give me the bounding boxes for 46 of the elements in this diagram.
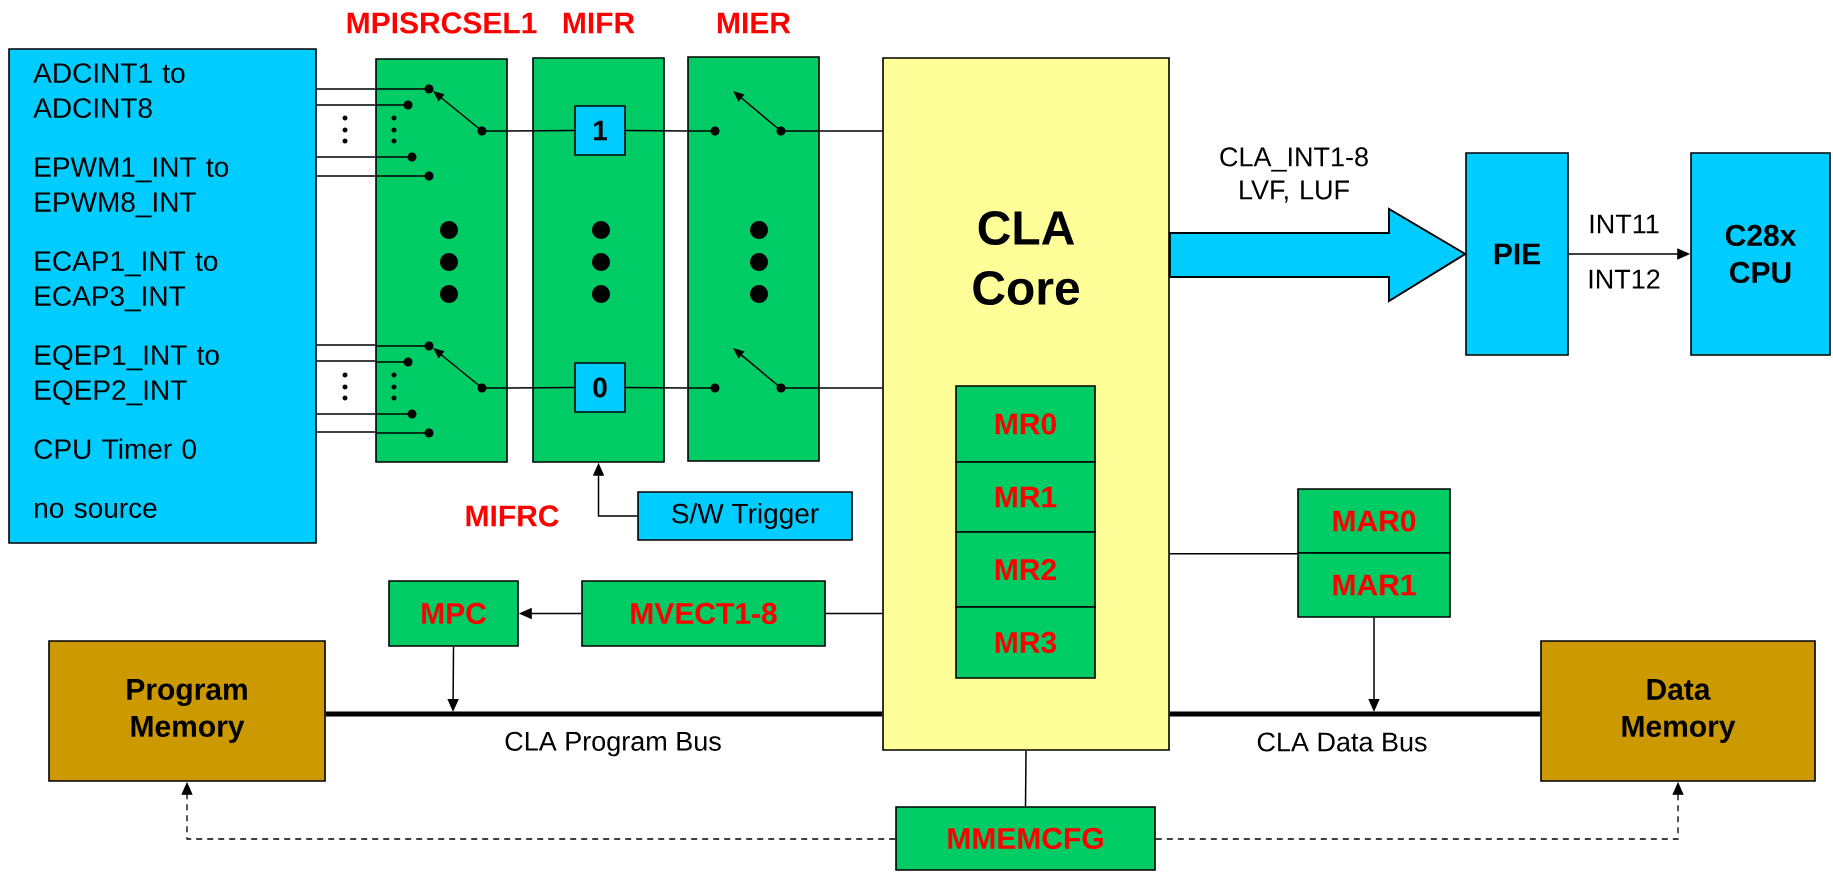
connector-line [625, 129, 688, 132]
edge-label: CLA Data Bus [1255, 731, 1429, 753]
cpu-box: C28x CPU [1690, 152, 1831, 356]
memory-box: Program Memory [48, 640, 326, 782]
bus-line [1169, 711, 1541, 717]
connector-line [316, 360, 376, 362]
register-box: MAR0 [1297, 488, 1451, 554]
connector-line [316, 344, 376, 346]
flag-box: 0 [574, 362, 626, 413]
register-box: MR2 [955, 531, 1096, 608]
register-box: MAR1 [1297, 552, 1451, 618]
register-box: MPC [388, 580, 519, 647]
connector-line [316, 104, 376, 106]
memory-box: Data Memory [1540, 640, 1816, 782]
connector-line [316, 175, 376, 177]
connector-line [316, 88, 376, 90]
connector-line [1024, 750, 1027, 807]
register-heading: MIER [718, 12, 791, 34]
connector-line [819, 387, 883, 389]
bus-line [325, 711, 883, 717]
signal-label: INT12 [1589, 269, 1660, 289]
register-heading: MIFR [563, 12, 635, 34]
connector-line [316, 431, 376, 433]
connector-line [819, 130, 883, 132]
register-box: MVECT1-8 [581, 580, 826, 647]
source-box: ADCINT1 to ADCINT8 EPWM1_INT to EPWM8_INT ECAP1_INT to ECAP3_INT EQEP1_INT to EQEP2_INT CPU Timer 0 no source [8, 48, 317, 544]
trigger-box: S/W Trigger [637, 491, 853, 541]
connector-line [825, 612, 883, 615]
register-box: MR1 [955, 461, 1096, 533]
edge-label: CLA Program Bus [503, 730, 723, 758]
register-box: MMEMCFG [895, 806, 1156, 871]
connector-line [507, 129, 575, 132]
connector-line [507, 386, 575, 389]
block-arrow [1168, 207, 1468, 303]
register-box: MR3 [955, 606, 1096, 679]
edge-label: CLA_INT1-8 LVF, LUF [1208, 146, 1380, 204]
connector-line [1169, 553, 1298, 555]
register-heading: MPISRCSEL1 [347, 12, 537, 34]
pie-box: PIE [1465, 152, 1569, 356]
flag-box: 1 [574, 105, 626, 156]
connector-line [316, 156, 376, 158]
edge-label: INT11 [1587, 213, 1661, 235]
register-box: MR0 [955, 385, 1096, 463]
connector-line [316, 413, 376, 415]
connector-line [625, 386, 688, 389]
register-label: MIFRC [466, 505, 559, 527]
